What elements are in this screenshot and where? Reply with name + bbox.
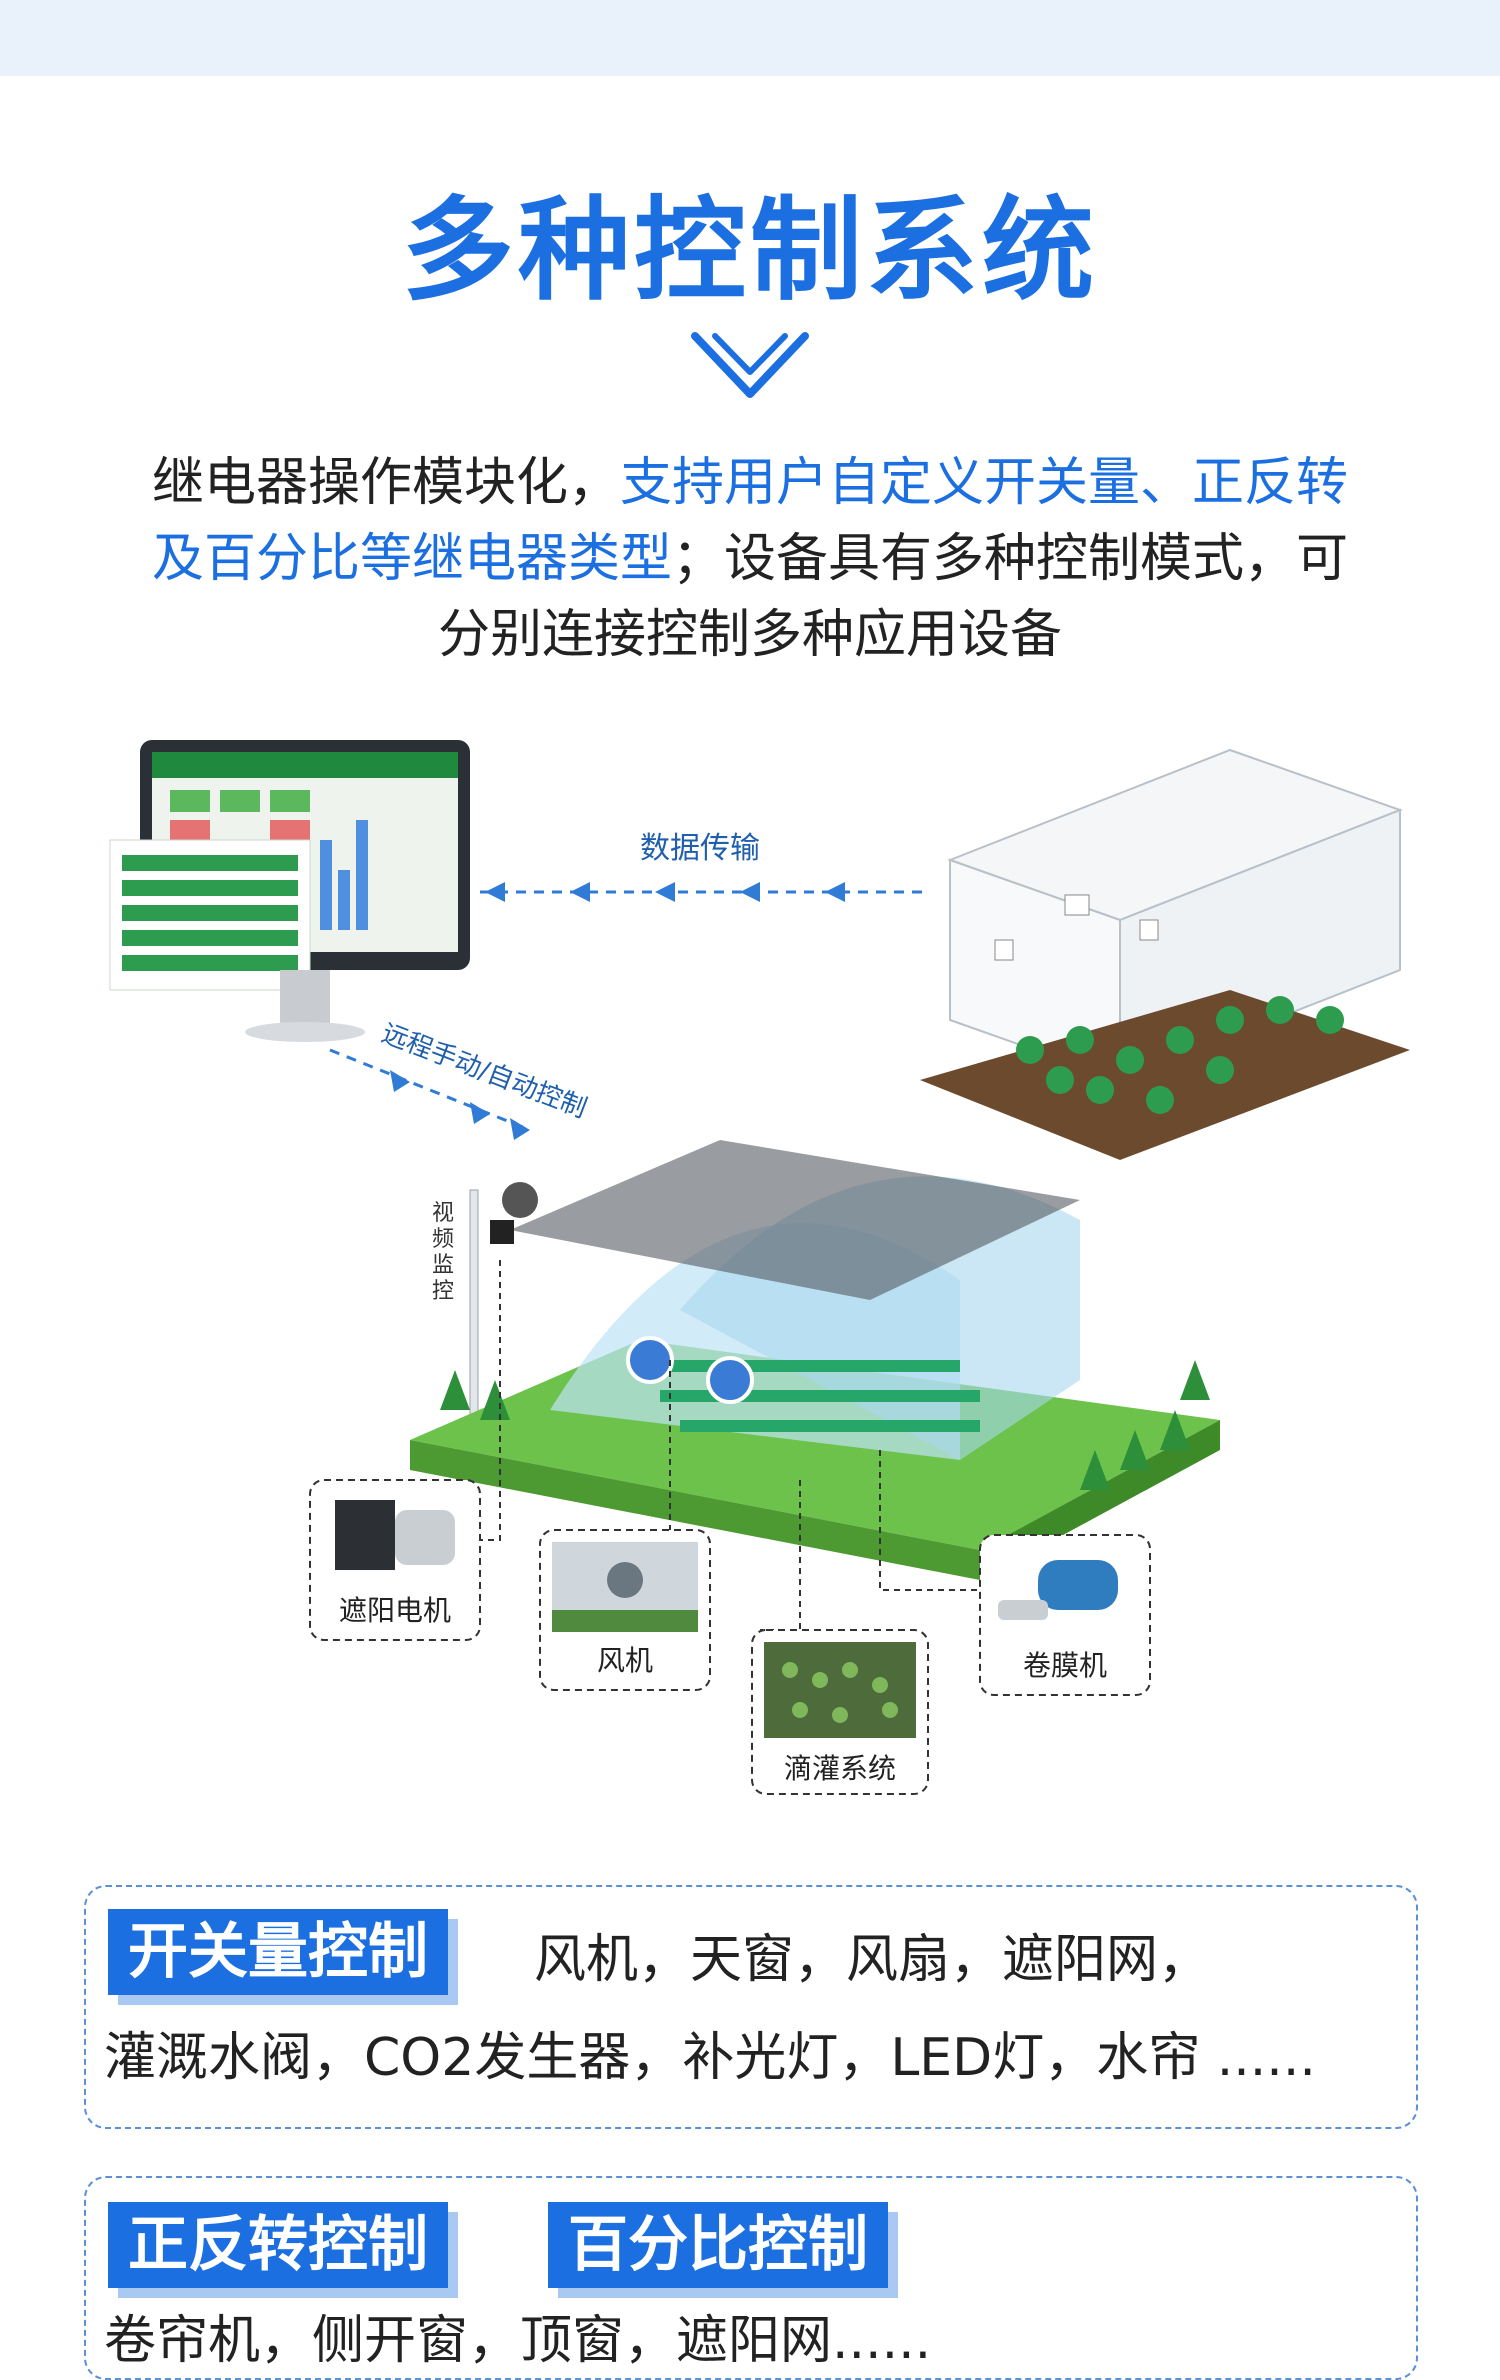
film-roller-callout: 卷膜机 <box>979 1534 1151 1696</box>
switch-control-card: 开关量控制 风机，天窗，风扇，遮阳网， 灌溉水阀，CO2发生器，补光灯，LED灯… <box>84 1885 1418 2129</box>
percentage-tag: 百分比控制 <box>548 2202 888 2288</box>
data-transfer-label: 数据传输 <box>640 831 760 866</box>
switch-control-items-line1: 风机，天窗，风扇，遮阳网， <box>534 1930 1211 1990</box>
chevron-down-icon <box>691 332 809 398</box>
svg-text:风机: 风机 <box>597 1644 653 1677</box>
top-band <box>0 0 1500 76</box>
svg-text:遮阳电机: 遮阳电机 <box>339 1594 451 1627</box>
rotation-percentage-items: 卷帘机，侧开窗，顶窗，遮阳网...... <box>104 2311 932 2371</box>
drip-callout: 滴灌系统 <box>751 1629 929 1795</box>
svg-text:卷膜机: 卷膜机 <box>1023 1649 1107 1682</box>
monitor-image <box>109 740 470 1042</box>
fan-callout: 风机 <box>539 1529 711 1691</box>
remote-control-label: 远程手动/自动控制 <box>377 1019 590 1125</box>
description-highlight: 支持用户自定义开关量、正反转及百分比等继电器类型 <box>151 453 1349 589</box>
page-title: 多种控制系统 <box>402 186 1098 316</box>
switch-control-items-line2: 灌溉水阀，CO2发生器，补光灯，LED灯，水帘 ...... <box>104 2028 1316 2088</box>
shade-motor-callout: 遮阳电机 <box>309 1479 481 1641</box>
description-part1: 继电器操作模块化， <box>151 453 620 513</box>
description: 继电器操作模块化，支持用户自定义开关量、正反转及百分比等继电器类型；设备具有多种… <box>140 445 1360 673</box>
forward-reverse-tag: 正反转控制 <box>108 2202 448 2288</box>
switch-control-tag: 开关量控制 <box>108 1909 448 1995</box>
svg-text:滴灌系统: 滴灌系统 <box>784 1752 896 1785</box>
greenhouse-image <box>920 748 1410 1160</box>
description-part3: ；设备具有多种控制模式，可分别连接控制多种应用设备 <box>437 529 1349 665</box>
video-monitor-label: 视频监控 <box>432 1201 454 1304</box>
greenhouse-illustration: 数据传输 远程手动/自动控制 视频监控 <box>109 740 1410 1795</box>
